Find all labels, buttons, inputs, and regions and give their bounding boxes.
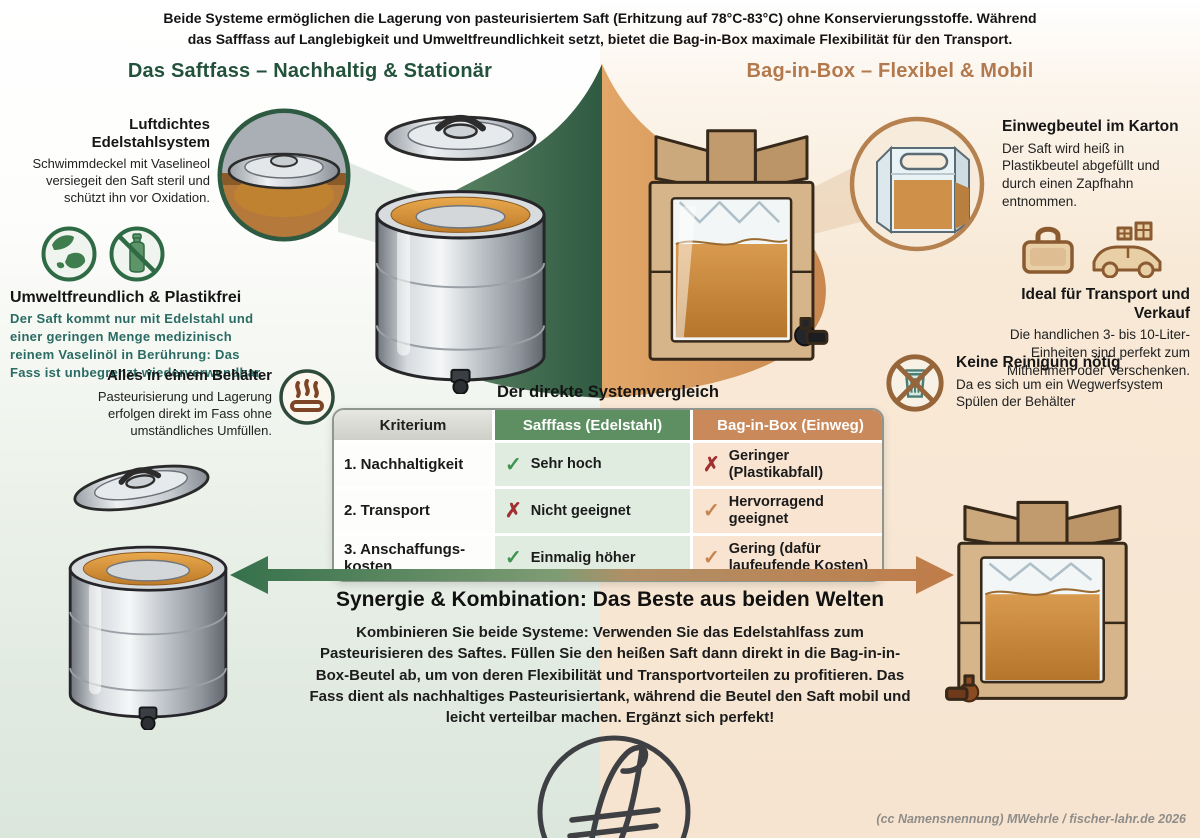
car-with-gifts-icon <box>1092 221 1162 278</box>
comparison-table: Kriterium Safffass (Edelstahl) Bag-in-Bo… <box>332 408 884 583</box>
credit-line: (cc Namensnennung) MWehrle / fischer-lah… <box>876 812 1186 826</box>
cell-text: Nicht geeignet <box>530 502 631 519</box>
row-criterion: 1. Nachhaltigkeit <box>334 443 492 487</box>
floating-lid <box>73 464 210 512</box>
check-icon: ✓ <box>703 500 720 523</box>
feature-body: Die handlichen 3- bis 10-Liter-Einheiten… <box>1006 327 1190 378</box>
saftfass-barrel-illustration <box>375 114 546 394</box>
row-criterion: 2. Transport <box>334 489 492 533</box>
feature-body: Pasteurisierung und Lagerung erfolgen di… <box>97 389 272 439</box>
intro-line-1: Beide Systeme ermöglichen die Lagerung v… <box>163 10 1037 26</box>
synergy-title: Synergie & Kombination: Das Beste aus be… <box>335 588 885 611</box>
feature-title: Keine Reinigung nötig <box>956 354 1121 371</box>
floating-lid-inset <box>217 108 351 242</box>
feature-title: Umweltfreundlich & Plastikfrei <box>10 289 242 306</box>
feature-body: Der Saft kommt nur mit Edelstahl und ein… <box>10 311 264 380</box>
feature-body: Der Saft wird heiß in Plastikbeutel abge… <box>1002 140 1160 210</box>
no-plastic-bottle-icon <box>109 226 165 282</box>
feature-all-in-one: Alles in einem Behälter Pasteurisierung … <box>72 367 272 439</box>
spigot <box>450 368 471 394</box>
cross-icon: ✗ <box>703 453 720 476</box>
comparison-title: Der direkte Systemvergleich <box>497 383 719 401</box>
feature-title: Alles in einem Behälter <box>106 367 272 384</box>
fischer-lahr-logo <box>537 735 691 838</box>
cell-saftfass-nachhaltigkeit: ✓ Sehr hoch <box>495 443 690 487</box>
shopping-bag-icon <box>1022 226 1074 274</box>
feature-transport-sale: Ideal für Transport und Verkauf Die hand… <box>962 286 1190 380</box>
check-icon: ✓ <box>505 453 522 476</box>
col-header-saftfass: Safffass (Edelstahl) <box>495 410 690 440</box>
cell-text: Hervorragend geeignet <box>728 494 824 528</box>
transport-icons-row <box>1016 220 1166 278</box>
cell-baginbox-nachhaltigkeit: ✗ Geringer (Plastikabfall) <box>693 443 882 487</box>
col-header-baginbox: Bag-in-Box (Einweg) <box>693 410 882 440</box>
check-icon: ✓ <box>703 546 720 569</box>
synergy-body: Kombinieren Sie beide Systeme: Verwenden… <box>309 624 911 727</box>
saftfass-heading: Das Saftfass – Nachhaltig & Stationär <box>127 60 493 82</box>
intro-line-2: das Safffass auf Langlebigkeit und Umwel… <box>187 31 1013 47</box>
col-header-kriterium: Kriterium <box>334 410 492 440</box>
cell-baginbox-transport: ✓ Hervorragend geeignet <box>693 489 882 533</box>
cell-text: Geringer (Plastikabfall) <box>728 448 824 481</box>
bottom-left-barrel-illustration <box>68 464 228 730</box>
feature-title: Ideal für Transport und Verkauf <box>1021 286 1190 322</box>
check-icon: ✓ <box>505 546 522 569</box>
spigot <box>138 706 158 730</box>
intro-paragraph: Beide Systeme ermöglichen die Lagerung v… <box>140 8 1060 50</box>
eco-icons-row <box>40 225 166 283</box>
comparison-section: Der direkte Systemvergleich Kriterium Sa… <box>332 383 884 583</box>
feature-body: Da es sich um ein Wegwerfsystem Spülen d… <box>956 376 1163 410</box>
cell-saftfass-transport: ✗ Nicht geeignet <box>495 489 690 533</box>
feature-airtight-system: Luftdichtes Edelstahlsystem Schwimmdecke… <box>8 116 211 206</box>
spigot <box>794 317 829 347</box>
feature-title: Einwegbeutel im Karton <box>1002 118 1179 135</box>
feature-body: Schwimmdeckel mit Vaselineol versiegeit … <box>32 156 211 206</box>
feature-disposable-bag: Einwegbeutel im Karton Der Saft wird hei… <box>1002 118 1190 211</box>
feature-title: Luftdichtes Edelstahlsystem <box>91 116 210 151</box>
earth-icon <box>41 226 97 282</box>
bottom-right-baginbox-illustration <box>945 500 1128 703</box>
steam-heat-icon <box>279 369 335 425</box>
baginbox-heading: Bag-in-Box – Flexibel & Mobil <box>746 60 1034 82</box>
spigot <box>945 674 980 703</box>
feature-no-cleaning: Keine Reinigung nötig Da es sich um ein … <box>956 354 1188 411</box>
baginbox-illustration <box>648 129 829 361</box>
no-cleaning-icon <box>886 354 944 412</box>
cell-text: Einmalig höher <box>530 549 636 566</box>
cell-text: Sehr hoch <box>530 456 602 473</box>
cross-icon: ✗ <box>505 500 522 523</box>
floating-lid <box>384 114 537 161</box>
pouch-inset <box>849 116 985 252</box>
synergy-double-arrow <box>230 556 954 594</box>
feature-plastic-free: Umweltfreundlich & Plastikfrei Der Saft … <box>10 288 265 382</box>
